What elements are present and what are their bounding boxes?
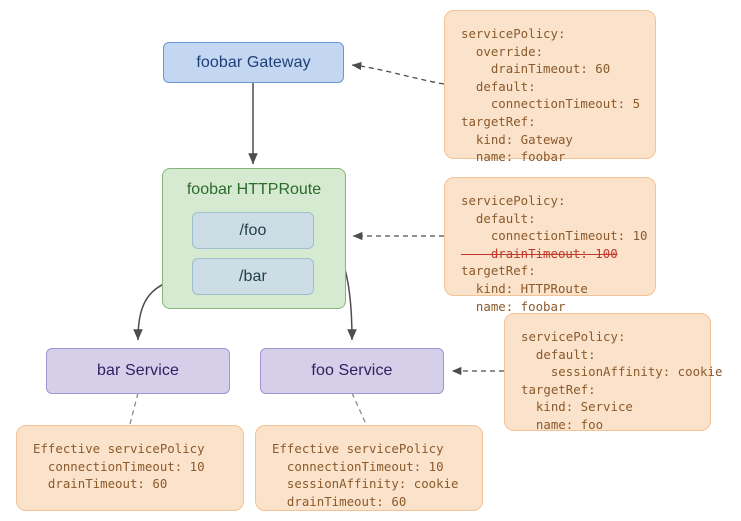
edge-gateway-policy-connector xyxy=(351,61,445,85)
annotation-line: sessionAffinity: cookie xyxy=(521,364,723,380)
annotation-line: kind: HTTPRoute xyxy=(461,280,588,296)
node-route-rule-bar[interactable]: /bar xyxy=(192,258,314,295)
annotation-line: name: foobar xyxy=(461,298,566,314)
node-gateway[interactable]: foobar Gateway xyxy=(163,42,344,83)
annotation-line: override: xyxy=(461,43,544,59)
annotation-line: kind: Service xyxy=(521,399,633,415)
node-route-rule-foo-label: /foo xyxy=(239,221,267,239)
annotation-line: drainTimeout: 60 xyxy=(272,493,407,509)
annotation-gateway-policy: servicePolicy: override: drainTimeout: 6… xyxy=(444,10,656,164)
annotation-line: name: foobar xyxy=(461,149,566,165)
annotation-line: targetRef: xyxy=(461,263,536,279)
annotation-line: default: xyxy=(461,210,536,226)
annotation-line: drainTimeout: 60 xyxy=(461,61,611,77)
annotation-httproute-policy: servicePolicy: default: connectionTimeou… xyxy=(444,177,656,314)
annotation-line: connectionTimeout: 5 xyxy=(461,96,641,112)
annotation-line: servicePolicy: xyxy=(461,193,566,208)
annotation-effective-foo-service: Effective servicePolicy connectionTimeou… xyxy=(255,425,483,511)
annotation-service-policy: servicePolicy: default: sessionAffinity:… xyxy=(504,313,723,432)
annotation-line: connectionTimeout: 10 xyxy=(33,458,205,474)
annotation-line: targetRef: xyxy=(521,381,596,397)
node-service-bar[interactable]: bar Service xyxy=(46,348,230,394)
annotation-line: Effective servicePolicy xyxy=(272,441,444,456)
annotation-line: name: foo xyxy=(521,416,604,432)
edge-foo-service-to-effective xyxy=(351,392,367,425)
annotation-line: servicePolicy: xyxy=(461,26,566,41)
annotation-line: servicePolicy: xyxy=(521,329,626,344)
annotation-line: connectionTimeout: 10 xyxy=(461,228,648,244)
annotation-effective-bar-service: Effective servicePolicy connectionTimeou… xyxy=(16,425,244,511)
annotation-line: Effective servicePolicy xyxy=(33,441,205,456)
edge-bar-service-to-effective xyxy=(129,392,139,425)
annotation-line: drainTimeout: 60 xyxy=(33,476,168,492)
node-route-rule-foo[interactable]: /foo xyxy=(192,212,314,249)
node-service-bar-label: bar Service xyxy=(96,362,180,379)
node-service-foo-label: foo Service xyxy=(311,362,393,379)
node-route-rule-bar-label: /bar xyxy=(239,267,267,285)
annotation-line: default: xyxy=(521,346,596,362)
annotation-line: default: xyxy=(461,78,536,94)
annotation-line: targetRef: xyxy=(461,113,536,129)
node-gateway-label: foobar Gateway xyxy=(196,53,311,71)
annotation-line: sessionAffinity: cookie xyxy=(272,476,459,492)
annotation-line: kind: Gateway xyxy=(461,131,573,147)
node-service-foo[interactable]: foo Service xyxy=(260,348,444,394)
node-httproute-label: foobar HTTPRoute xyxy=(186,181,322,198)
annotation-line: connectionTimeout: 10 xyxy=(272,458,444,474)
annotation-line: drainTimeout: 100 xyxy=(461,245,618,261)
